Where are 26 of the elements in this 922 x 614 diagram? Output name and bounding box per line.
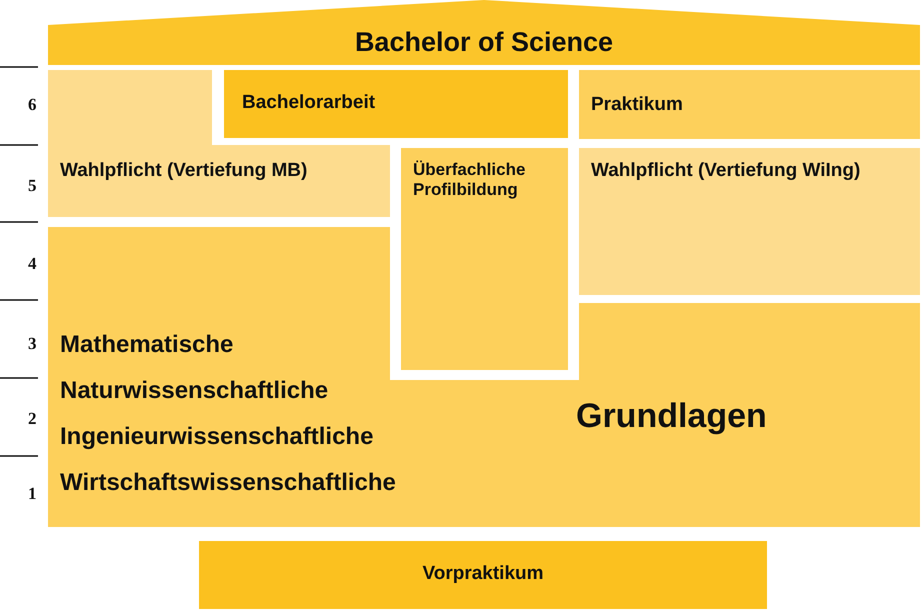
module-block — [579, 148, 920, 295]
level-number: 6 — [28, 95, 36, 115]
level-number: 2 — [28, 409, 36, 429]
module-block — [48, 70, 390, 217]
node-label: Wahlpflicht (Vertiefung WiIng) — [591, 160, 862, 182]
node-label: Überfachliche Profilbildung — [413, 160, 526, 200]
node-label: Mathematische — [60, 331, 234, 359]
node-label: Ingenieurwissenschaftliche — [60, 423, 374, 451]
module-block — [199, 541, 767, 609]
level-number: 1 — [28, 484, 36, 504]
node-label: Grundlagen — [576, 397, 767, 436]
node-label: Naturwissenschaftliche — [60, 377, 328, 405]
module-block — [48, 227, 920, 527]
level-number: 5 — [28, 176, 36, 196]
module-block — [224, 70, 568, 138]
node-label: Bachelor of Science — [354, 27, 614, 58]
module-block — [579, 70, 920, 139]
roof-band — [48, 0, 920, 65]
node-label: Bachelorarbeit — [242, 92, 376, 114]
node-label: Wirtschaftswissenschaftliche — [60, 469, 396, 497]
node-label: Wahlpflicht (Vertiefung MB) — [60, 160, 308, 182]
level-number: 4 — [28, 254, 36, 274]
node-label: Praktikum — [591, 94, 683, 116]
level-number: 3 — [28, 334, 36, 354]
module-block — [401, 148, 568, 370]
node-label: Vorpraktikum — [421, 563, 545, 585]
